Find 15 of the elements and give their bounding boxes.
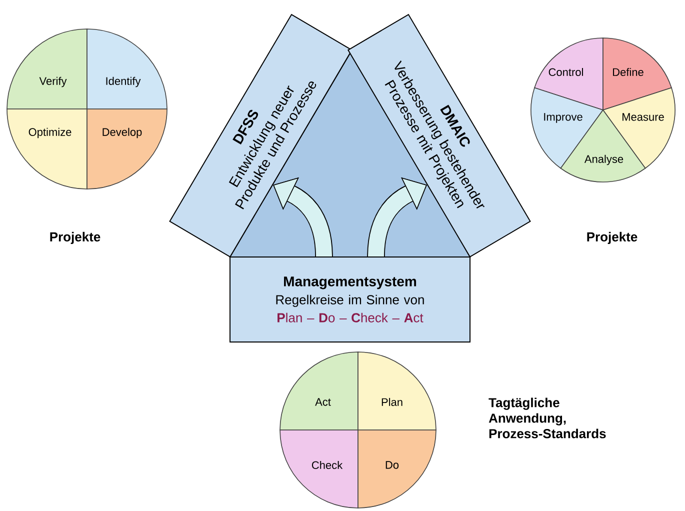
pie-segment: Define bbox=[602, 38, 672, 110]
pie-segment: Plan bbox=[358, 352, 436, 430]
pie-segment: Identify bbox=[86, 28, 168, 110]
system-box: Managementsystem Regelkreise im Sinne von Plan – Do – Check – Act bbox=[230, 256, 470, 342]
caption-text: Projekte bbox=[50, 232, 100, 244]
pie-segment: Act bbox=[280, 352, 358, 430]
pie-segment: Control bbox=[534, 38, 604, 110]
pie-segment: Verify bbox=[6, 28, 88, 110]
pie-segment: Do bbox=[358, 430, 436, 508]
pie-segment: Check bbox=[280, 430, 358, 508]
pie-segment: Develop bbox=[86, 108, 168, 190]
caption-text: Tagtägliche Anwendung, Prozess-Standards bbox=[488, 398, 606, 438]
block-arrow bbox=[367, 177, 427, 257]
caption-text: Projekte bbox=[587, 232, 638, 244]
pie-segment: Optimize bbox=[6, 108, 88, 190]
